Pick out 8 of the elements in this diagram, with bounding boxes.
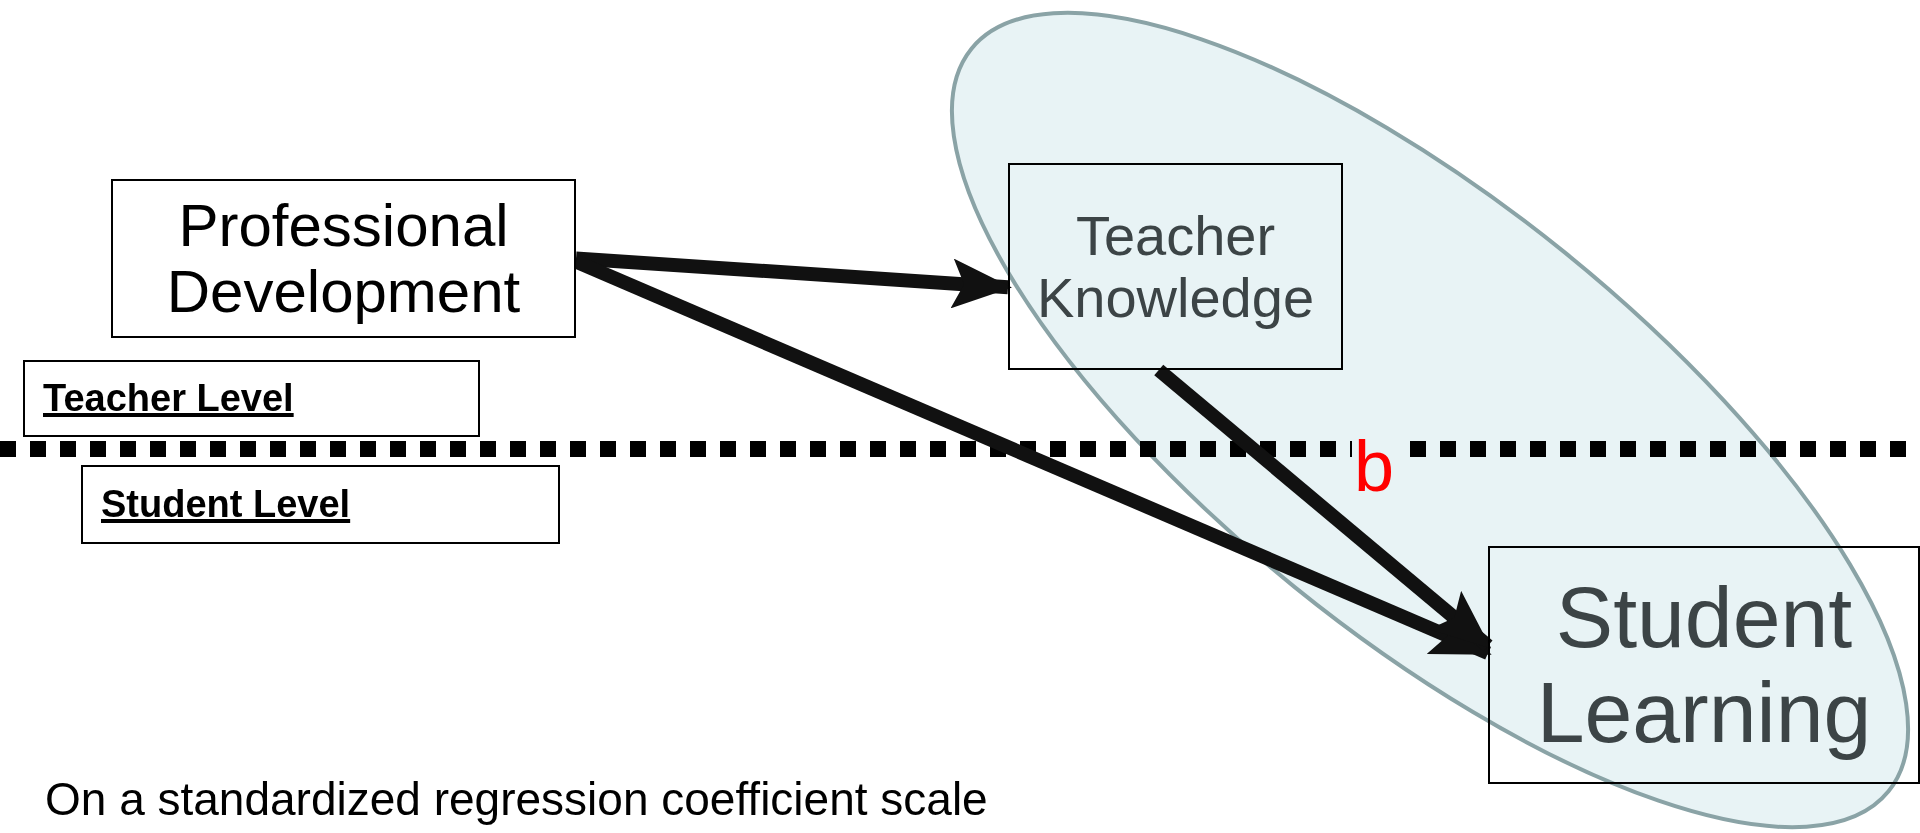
arrow [575,251,1012,309]
process-box: Teacher Knowledge [1008,163,1343,370]
process-box: Professional Development [111,179,576,338]
process-box: Student Learning [1488,546,1920,784]
level-label-box: Student Level [81,465,560,544]
arrow [1154,364,1493,652]
level-label-box: Teacher Level [23,360,480,437]
caption: On a standardized regression coefficient scale [45,772,988,826]
